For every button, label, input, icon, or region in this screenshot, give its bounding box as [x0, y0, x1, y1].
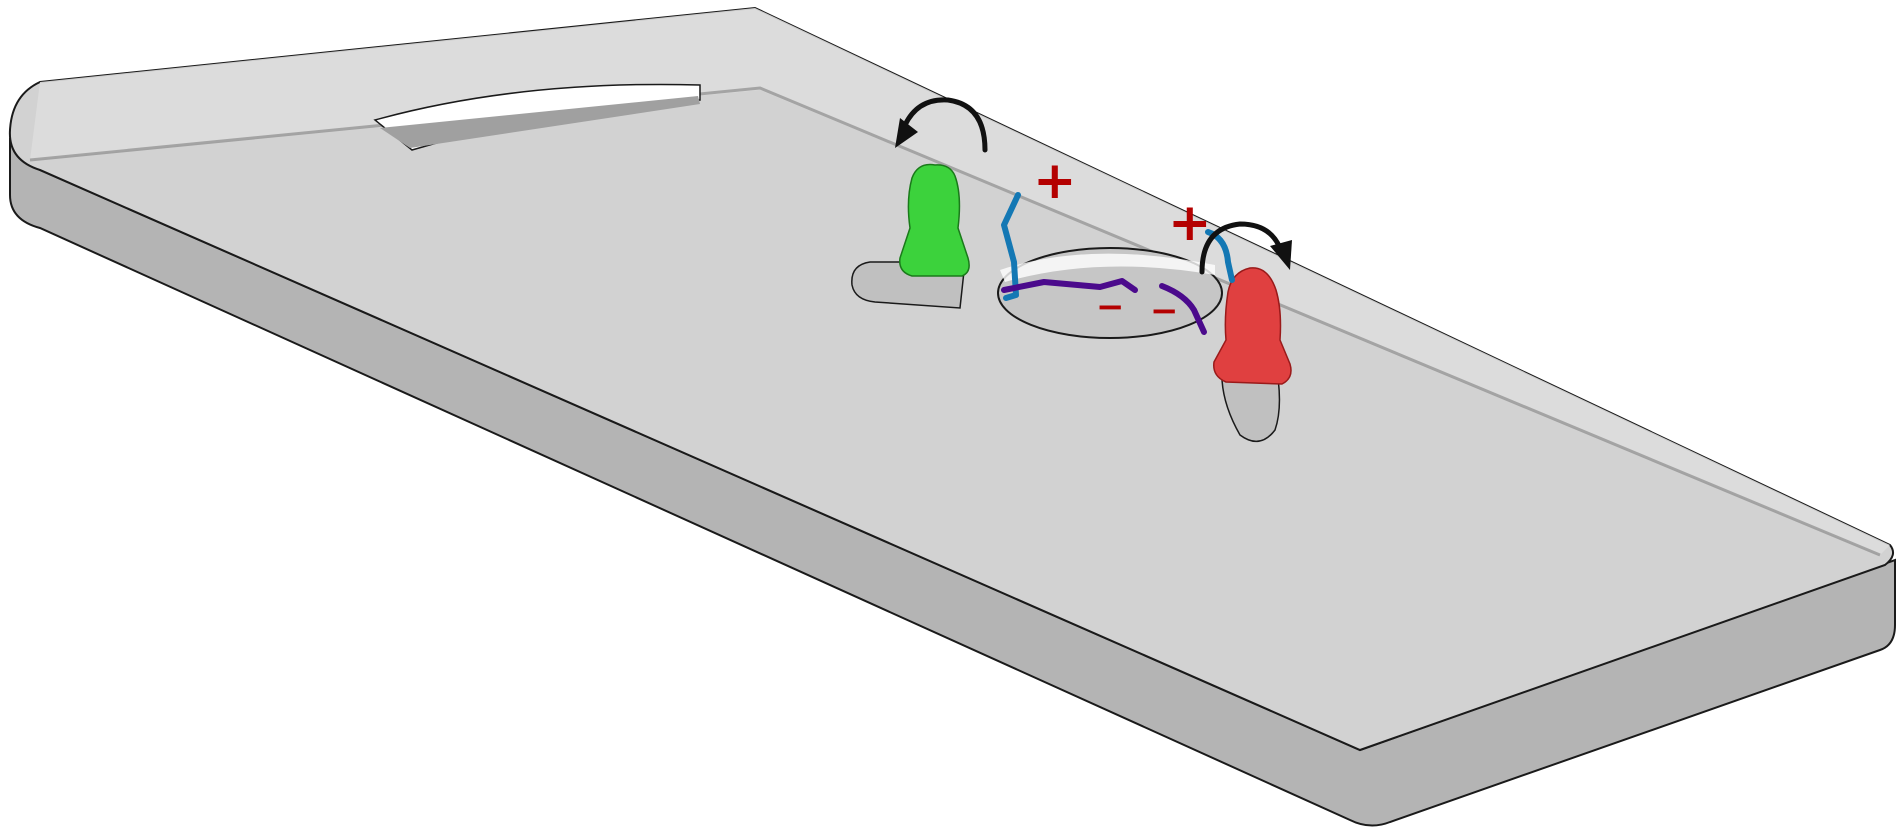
plus-sign-right: +	[1168, 193, 1212, 253]
purple-wire-left	[1001, 278, 1138, 293]
center-hole-highlight	[1000, 253, 1215, 282]
purple-wire-right	[1159, 283, 1207, 335]
blue-wire-right	[1205, 229, 1235, 283]
blue-wire-left	[1001, 192, 1021, 301]
green-component	[899, 163, 970, 277]
counterclockwise-arrow-icon	[895, 97, 988, 153]
clockwise-arrow-icon	[1199, 221, 1292, 275]
board-top-rim	[30, 8, 1890, 555]
red-component	[1213, 267, 1292, 385]
plus-sign-left: +	[1033, 151, 1077, 211]
minus-sign-left: −	[1096, 287, 1125, 327]
board-side	[9, 137, 1896, 827]
red-component-base	[1221, 367, 1281, 443]
board-top	[8, 6, 1895, 752]
minus-sign-right: −	[1150, 291, 1179, 331]
board-rim-line	[29, 86, 1881, 557]
slot-shadow	[380, 96, 700, 148]
